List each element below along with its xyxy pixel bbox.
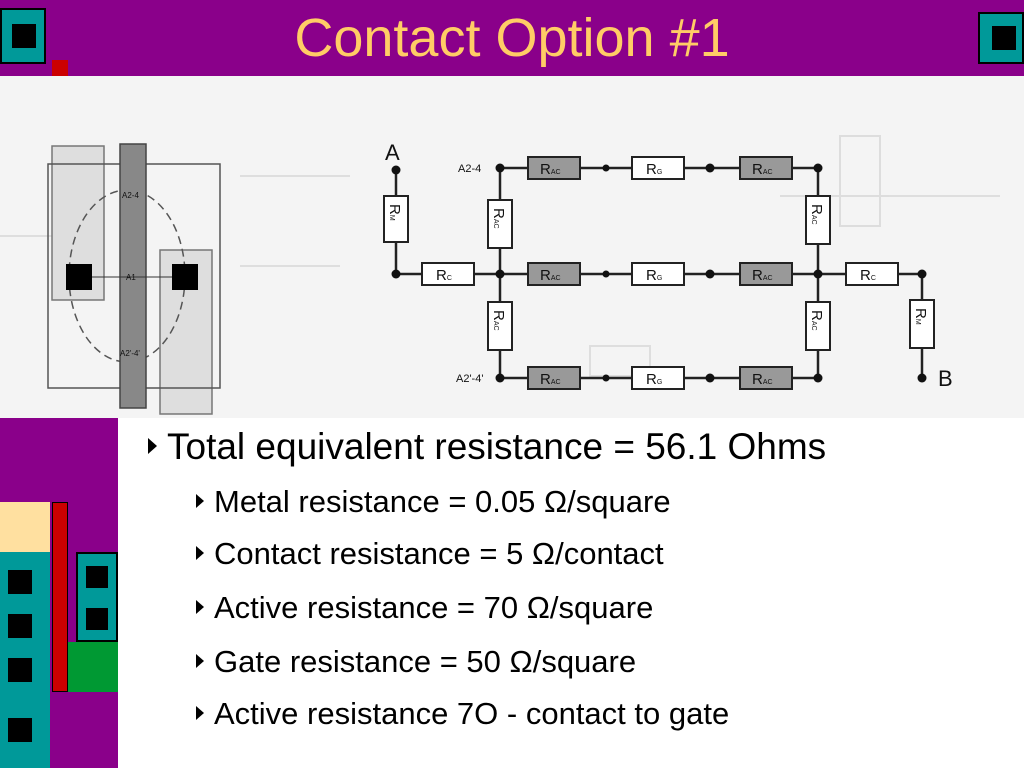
corner-red-square — [52, 60, 68, 76]
resistor-r-c: RC — [421, 262, 475, 286]
svg-text:RAC: RAC — [752, 267, 773, 284]
resistor-r-ac-vertical: RAC — [487, 199, 513, 249]
svg-text:RG: RG — [646, 161, 662, 178]
resistor-r-g: RG — [631, 262, 685, 286]
deco-black-square — [8, 614, 32, 638]
deco-red-strip — [52, 502, 68, 692]
bullet-arrow-icon — [196, 599, 204, 614]
resistor-r-ac: RAC — [739, 366, 793, 390]
deco-cream-block — [0, 502, 50, 552]
svg-text:RC: RC — [436, 267, 452, 284]
svg-text:RM: RM — [386, 204, 403, 221]
bullet-text: Contact resistance = 5 Ω/contact — [214, 536, 664, 571]
svg-text:RC: RC — [860, 267, 876, 284]
resistor-r-ac-vertical: RAC — [805, 301, 831, 351]
bullet-item: Active resistance = 70 Ω/square — [196, 590, 653, 626]
bullet-item: Active resistance 7O - contact to gate — [196, 696, 729, 732]
resistor-r-ac-vertical: RAC — [487, 301, 513, 351]
bullet-text: Total equivalent resistance = 56.1 Ohms — [167, 426, 827, 467]
bullet-arrow-icon — [196, 653, 204, 668]
title-bar — [0, 0, 1024, 76]
svg-text:RG: RG — [646, 371, 662, 388]
layout-label-a1: A1 — [126, 273, 136, 282]
figure-area: A2-4 A1 A2'-4' — [0, 76, 1024, 420]
bullet-text: Active resistance = 70 Ω/square — [214, 590, 654, 625]
node-label-a: A — [385, 140, 400, 165]
svg-text:RAC: RAC — [540, 161, 561, 178]
slide-title: Contact Option #1 — [294, 8, 730, 68]
layout-label-a2-4: A2-4 — [122, 191, 139, 200]
svg-text:RG: RG — [646, 267, 662, 284]
resistor-r-m-vertical: RM — [383, 195, 409, 243]
deco-black-square — [8, 718, 32, 742]
resistor-r-ac-vertical: RAC — [805, 195, 831, 245]
svg-text:RAC: RAC — [540, 267, 561, 284]
bullet-item: Contact resistance = 5 Ω/contact — [196, 536, 664, 572]
svg-text:RM: RM — [912, 308, 929, 325]
deco-black-square — [8, 570, 32, 594]
bullet-arrow-icon — [196, 545, 204, 560]
corner-black-square — [12, 24, 36, 48]
deco-black-square — [86, 608, 108, 630]
bullet-item: Gate resistance = 50 Ω/square — [196, 644, 636, 680]
resistor-r-g: RG — [631, 366, 685, 390]
bullet-arrow-icon — [148, 438, 157, 455]
svg-text:RAC: RAC — [752, 371, 773, 388]
left-decoration — [0, 418, 118, 768]
svg-text:RAC: RAC — [540, 371, 561, 388]
svg-text:RAC: RAC — [808, 310, 825, 331]
corner-black-square — [992, 26, 1016, 50]
node-label-a2-4: A2-4 — [458, 163, 481, 175]
bullet-list: Total equivalent resistance = 56.1 Ohms … — [118, 418, 1024, 768]
resistor-r-m-vertical: RM — [909, 299, 935, 349]
layout-drawing: A2-4 A1 A2'-4' — [47, 143, 221, 415]
svg-text:RAC: RAC — [490, 208, 507, 229]
resistor-r-ac: RAC — [527, 262, 581, 286]
junction-dots — [391, 163, 927, 383]
node-label-b: B — [938, 366, 953, 391]
resistor-r-ac: RAC — [527, 366, 581, 390]
circuit-figure: A2-4 A1 A2'-4' — [0, 135, 1000, 415]
resistor-r-c: RC — [845, 262, 899, 286]
node-label-a2-4p: A2'-4' — [456, 373, 483, 385]
bullet-text: Active resistance 7O - contact to gate — [214, 696, 730, 731]
corner-teal-box-right — [978, 12, 1024, 64]
bullet-text: Metal resistance = 0.05 Ω/square — [214, 484, 671, 519]
deco-black-square — [8, 658, 32, 682]
bullet-arrow-icon — [196, 705, 204, 720]
resistor-r-ac: RAC — [739, 156, 793, 180]
bullet-arrow-icon — [196, 493, 204, 508]
bullet-item: Total equivalent resistance = 56.1 Ohms — [148, 426, 826, 468]
svg-text:RAC: RAC — [752, 161, 773, 178]
resistor-r-ac: RAC — [527, 156, 581, 180]
svg-text:RAC: RAC — [808, 204, 825, 225]
svg-text:RAC: RAC — [490, 310, 507, 331]
deco-black-square — [86, 566, 108, 588]
resistor-r-g: RG — [631, 156, 685, 180]
bullet-item: Metal resistance = 0.05 Ω/square — [196, 484, 671, 520]
bullet-text: Gate resistance = 50 Ω/square — [214, 644, 637, 679]
resistor-r-ac: RAC — [739, 262, 793, 286]
layout-label-a2-4p: A2'-4' — [120, 349, 140, 358]
corner-teal-box-left — [0, 8, 46, 64]
deco-green-block — [68, 642, 118, 692]
